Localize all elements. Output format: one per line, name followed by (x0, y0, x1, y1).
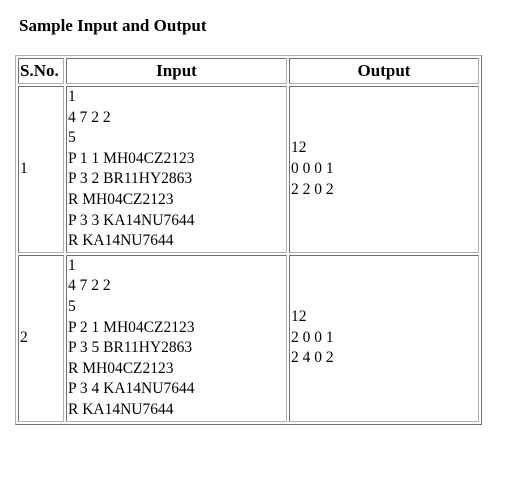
input-line: P 3 2 BR11HY2863 (68, 170, 193, 188)
input-line: 1 (68, 88, 76, 105)
output-line: 2 0 0 1 (291, 328, 334, 346)
input-line: R MH04CZ2123 (68, 190, 174, 208)
input-line: 4 7 2 2 (68, 277, 111, 295)
input-line: 5 (68, 129, 76, 147)
table-row: 1 1 4 7 2 2 5 P 1 1 MH04CZ2123 P 3 2 BR1… (18, 86, 479, 253)
row-sno: 1 (18, 86, 64, 253)
column-header-output: Output (289, 58, 479, 84)
row-output: 12 0 0 0 1 2 2 0 2 (289, 86, 479, 253)
row-sno: 2 (18, 254, 64, 422)
input-line: P 2 1 MH04CZ2123 (68, 318, 195, 336)
row-input: 1 4 7 2 2 5 P 2 1 MH04CZ2123 P 3 5 BR11H… (66, 254, 287, 422)
input-line: 5 (68, 297, 76, 315)
input-line: R KA14NU7644 (68, 400, 174, 418)
input-line: P 3 3 KA14NU7644 (68, 211, 195, 229)
column-header-sno: S.No. (18, 58, 64, 84)
input-line: P 1 1 MH04CZ2123 (68, 149, 195, 167)
column-header-input: Input (66, 58, 287, 84)
output-line: 0 0 0 1 (291, 160, 334, 178)
input-line: 4 7 2 2 (68, 108, 111, 126)
output-line: 2 4 0 2 (291, 349, 334, 367)
input-line: P 3 5 BR11HY2863 (68, 339, 193, 357)
input-line: R KA14NU7644 (68, 232, 174, 250)
table-row: 2 1 4 7 2 2 5 P 2 1 MH04CZ2123 P 3 5 BR1… (18, 254, 479, 422)
input-line: R MH04CZ2123 (68, 359, 174, 377)
output-line: 12 (291, 308, 307, 326)
input-line: 1 (68, 256, 76, 274)
input-line: P 3 4 KA14NU7644 (68, 380, 195, 398)
row-output: 12 2 0 0 1 2 4 0 2 (289, 254, 479, 422)
output-line: 12 (291, 139, 307, 157)
sample-io-table: S.No. Input Output 1 1 4 7 2 2 5 P 1 1 M… (15, 55, 482, 425)
section-heading: Sample Input and Output (19, 16, 207, 35)
output-line: 2 2 0 2 (291, 180, 334, 198)
table-header-row: S.No. Input Output (18, 58, 479, 84)
row-input: 1 4 7 2 2 5 P 1 1 MH04CZ2123 P 3 2 BR11H… (66, 86, 287, 253)
